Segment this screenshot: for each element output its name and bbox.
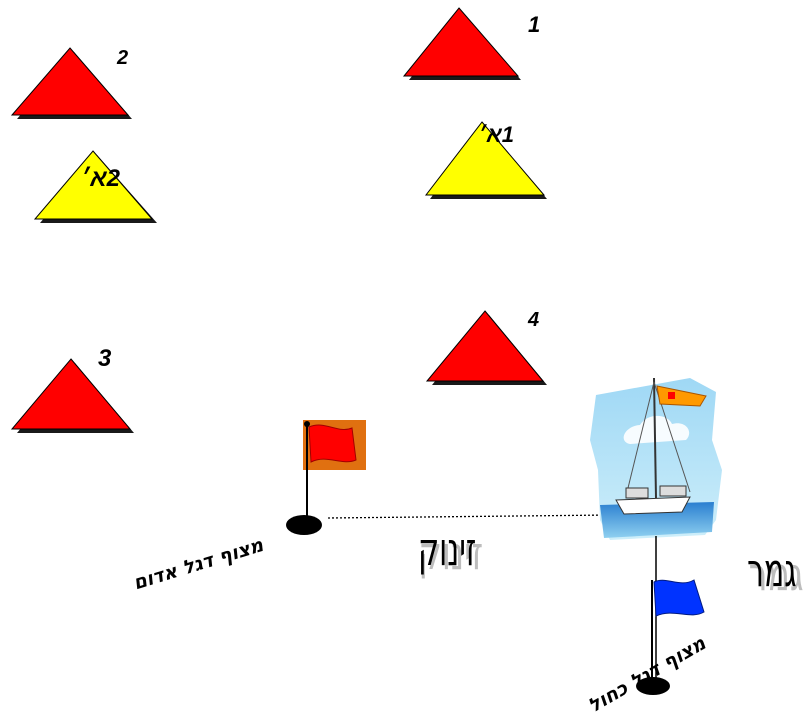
- buoy-3-triangle: [10, 358, 132, 430]
- buoy-2: 2: [10, 47, 132, 119]
- red-flag-buoy-label: מצוף דגל אדום: [131, 534, 267, 595]
- blue-flag-icon: [653, 579, 705, 617]
- start-label-group: זינוק זינוק: [418, 524, 483, 581]
- buoy-1-triangle: [402, 7, 520, 77]
- buoy-4: 4: [425, 309, 547, 385]
- buoy-2-triangle: [10, 47, 130, 116]
- buoy-4-label: 4: [527, 309, 539, 331]
- buoy-1-label: 1: [528, 12, 540, 37]
- buoy-2a: 2א׳: [33, 150, 157, 223]
- buoy-3: 3: [10, 345, 134, 433]
- finish-label-group: גמר גמר: [747, 545, 803, 602]
- buoy-1a-triangle: [424, 121, 546, 196]
- red-flag-icon: [308, 424, 357, 463]
- buoy-2a-triangle: [33, 150, 154, 220]
- blue-buoy-ball: [636, 677, 670, 695]
- start-line: [327, 514, 613, 519]
- buoy-3-label: 3: [98, 345, 112, 372]
- blue-flag-buoy-label: מצוף דגל כחול: [584, 632, 710, 718]
- buoy-2-label: 2: [116, 47, 128, 69]
- buoy-1a-label: 1א׳: [478, 122, 514, 147]
- start-label: זינוק: [418, 524, 476, 577]
- buoy-2a-label: 2א׳: [81, 165, 121, 192]
- finish-label: גמר: [747, 545, 796, 598]
- buoy-1: 1: [402, 7, 540, 80]
- svg-text:גמר: גמר: [749, 549, 804, 602]
- committee-boat: [590, 377, 722, 685]
- buoy-1a: 1א׳: [424, 121, 547, 199]
- red-buoy-ball: [286, 515, 322, 535]
- svg-text:זינוק: זינוק: [418, 528, 483, 581]
- red-flag-buoy: [286, 420, 366, 535]
- blue-flag-buoy: [636, 579, 705, 695]
- buoy-4-triangle: [425, 310, 545, 382]
